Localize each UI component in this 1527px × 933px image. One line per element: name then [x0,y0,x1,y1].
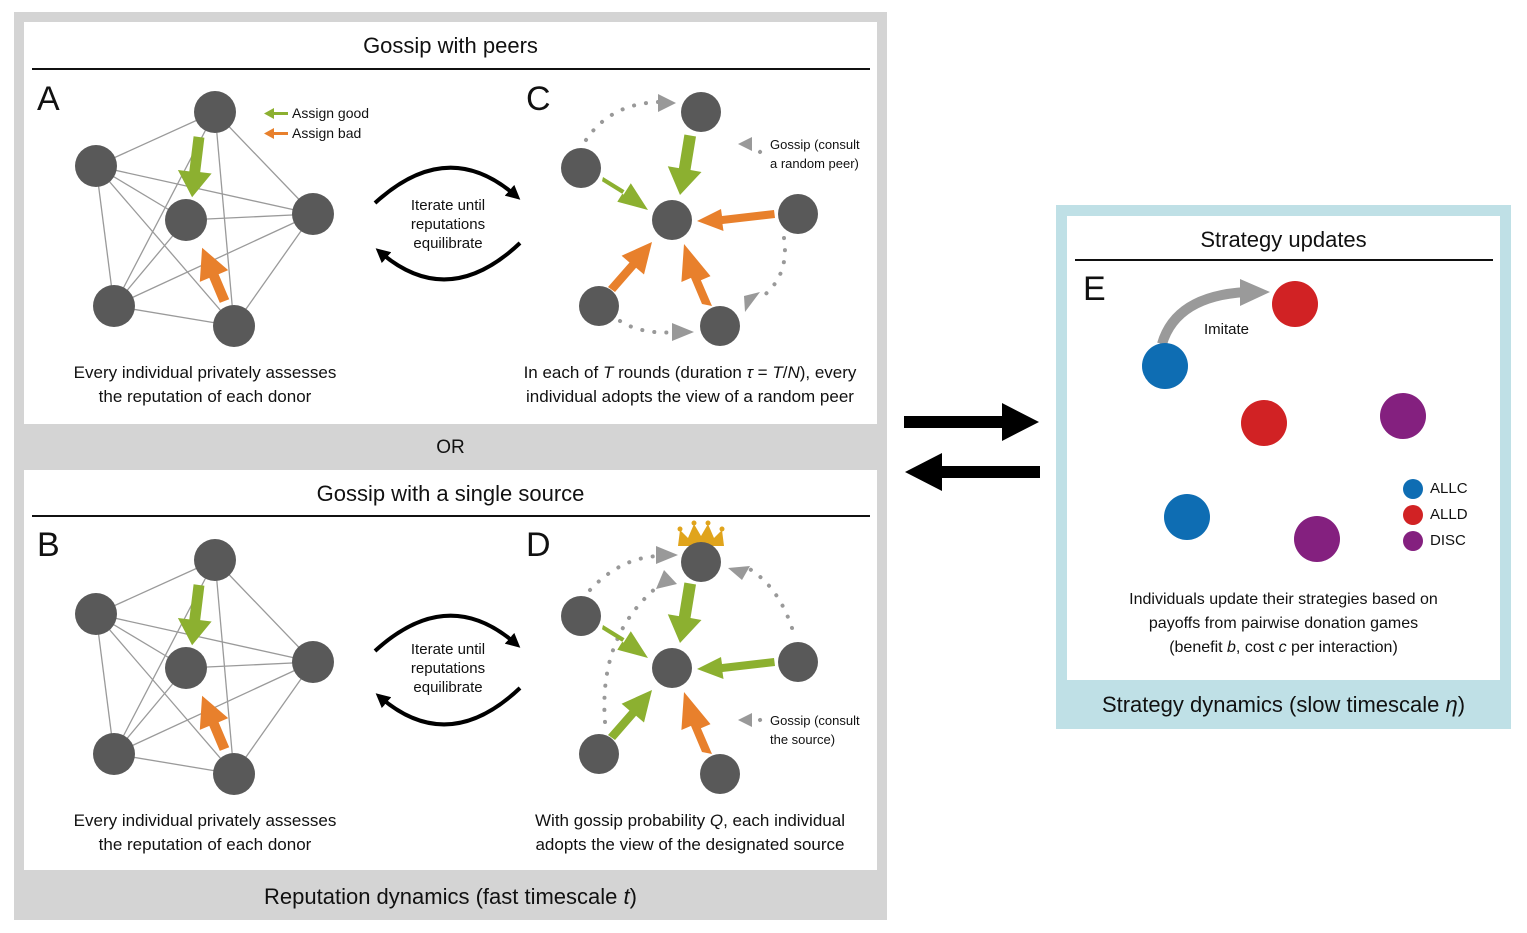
caption-c: In each of T rounds (duration τ = T/N), … [490,361,890,409]
panel-b-assessments [177,584,230,751]
panel-c-good-arrow-left [602,177,648,210]
iterate-cycle-top [373,165,522,282]
caption-d-line2: adopts the view of the designated source [535,835,845,854]
panel-label-c: C [526,80,551,118]
arrow-to-strategy [904,403,1039,441]
panel-label-b: B [37,526,60,564]
panel-d-gossip-links [588,554,794,724]
panel-d-good-arrow-right [697,657,775,679]
strategy-dynamics-label: Strategy dynamics (slow timescale η) [1101,692,1466,717]
caption-b: Every individual privately assesses the … [40,809,370,857]
reputation-dynamics-label: Reputation dynamics (fast timescale t) [264,884,637,909]
panel-label-a: A [37,80,60,118]
panel-c-nodes [561,92,818,346]
strategy-title: Strategy updates [1200,227,1367,252]
panel-d-crown [677,520,725,546]
panel-a-good-arrow [177,136,212,198]
caption-b-line1: Every individual privately assesses [73,811,337,830]
panel-c-bad-arrow-right [697,209,775,231]
peers-title-rule [32,68,870,70]
panel-c-bad-arrow-lowright [681,244,712,306]
panel-a-bad-arrow [199,247,230,303]
caption-b-line2: the reputation of each donor [98,835,312,854]
panel-a-assessments [177,136,230,303]
strategy-caption-line3: (benefit b, cost c per interaction) [1169,639,1398,656]
legend-disc: DISC [1430,532,1466,549]
iterate-label-top: Iterate until reputations equilibrate [410,197,486,252]
gossip-note-peers: Gossip (consult a random peer) [770,137,860,171]
panel-c-bad-arrow-lowleft [608,242,652,292]
panel-d-bad-arrow-lowright [681,692,712,754]
panel-b-good-arrow [177,584,212,646]
coupling-arrows [904,403,1040,491]
panel-d-assessments [602,582,775,754]
panel-label-e: E [1083,270,1106,308]
source-title: Gossip with a single source [316,481,585,506]
strategy-caption: Individuals update their strategies base… [1067,588,1500,660]
strategy-title-rule [1075,259,1493,261]
arrow-to-reputation [905,453,1040,491]
strategy-caption-line2: payoffs from pairwise donation games [1148,615,1419,632]
caption-d-line1: With gossip probability Q, each individu… [535,811,845,830]
gossip-note-source: Gossip (consult the source) [770,713,860,747]
panel-d-good-arrow-lowleft [608,690,652,740]
peers-title: Gossip with peers [363,33,538,58]
caption-d: With gossip probability Q, each individu… [490,809,890,857]
or-label: OR [436,437,465,458]
panel-c-gossip-links [584,100,787,335]
panel-b-edges [95,559,314,775]
panel-d-good-arrow-top [667,582,702,643]
imitate-arrow-shaft [1157,287,1247,346]
caption-a: Every individual privately assesses the … [40,361,370,409]
panel-label-d: D [526,526,551,564]
legend-alld: ALLD [1430,506,1468,523]
legend-assign-bad: Assign bad [292,125,362,141]
panel-d-gossip-heads [656,546,752,727]
panel-b-bad-arrow [199,695,230,751]
panel-c-good-arrow-top [667,134,702,195]
legend-allc: ALLC [1430,480,1468,497]
caption-c-line2: individual adopts the view of a random p… [526,387,854,406]
strategy-legend-swatches [1403,479,1423,551]
caption-c-line1: In each of T rounds (duration τ = T/N), … [523,363,857,382]
source-title-rule [32,515,870,517]
imitate-label: Imitate [1204,321,1250,338]
iterate-label-bottom: Iterate until reputations equilibrate [410,641,486,696]
legend-assign-good: Assign good [292,105,370,121]
caption-a-line1: Every individual privately assesses [73,363,337,382]
panel-c-gossip-heads [658,94,760,341]
iterate-cycle-bottom [373,613,522,727]
caption-a-line2: the reputation of each donor [98,387,312,406]
strategy-caption-line1: Individuals update their strategies base… [1129,591,1438,608]
panel-d-good-arrow-left [602,625,648,658]
panel-b-nodes [75,539,334,795]
legend-arrows [264,108,288,139]
imitate-arrow-head [1240,279,1270,306]
panel-d-nodes [561,542,818,794]
panel-c-assessments [602,134,775,306]
panel-e-individuals [1142,281,1426,562]
panel-a-nodes [75,91,334,347]
